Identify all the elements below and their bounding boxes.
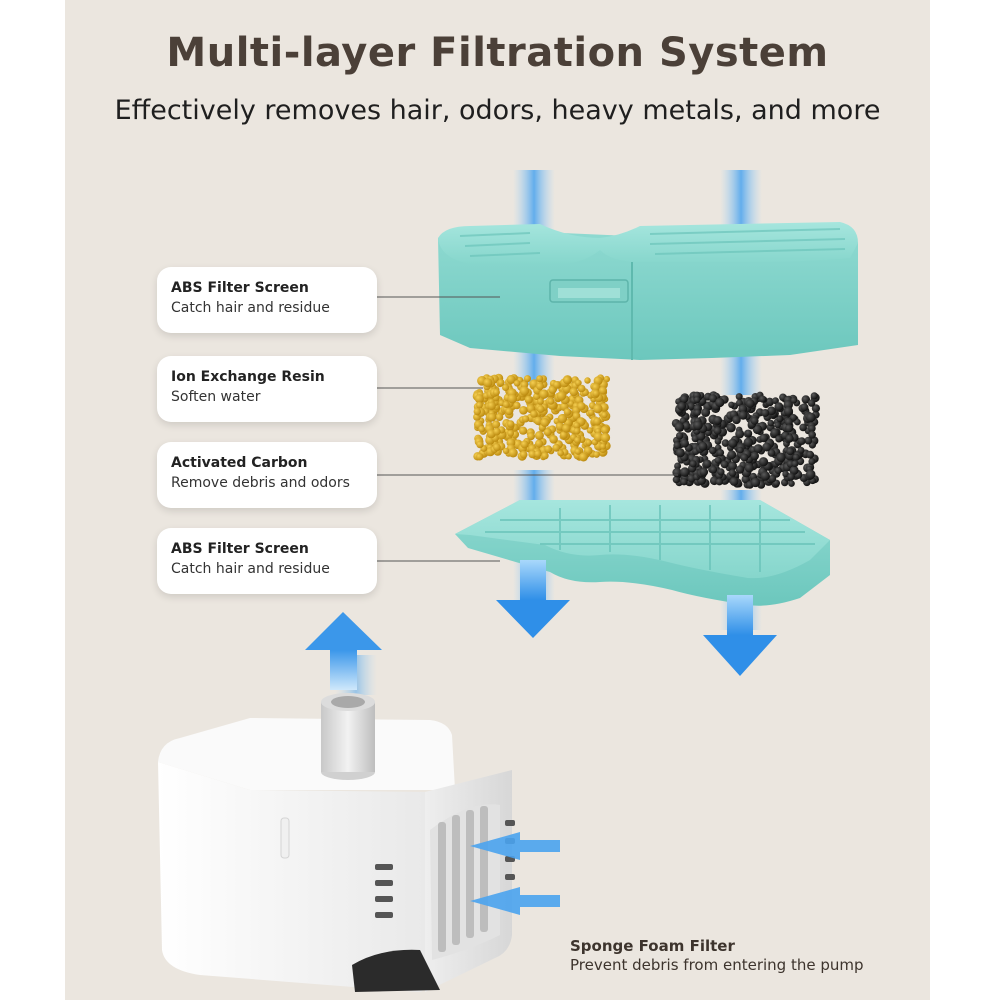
up-arrow bbox=[305, 612, 382, 690]
sponge-filter-caption: Sponge Foam Filter Prevent debris from e… bbox=[570, 937, 864, 975]
page-title: Multi-layer Filtration System bbox=[166, 30, 829, 76]
pump bbox=[158, 693, 560, 992]
layer-card-abs-bottom: ABS Filter Screen Catch hair and residue bbox=[157, 528, 377, 594]
layer-description: Catch hair and residue bbox=[171, 300, 330, 316]
layer-name: Ion Exchange Resin bbox=[171, 369, 325, 385]
down-arrow-left bbox=[496, 560, 570, 638]
layer-card-carbon: Activated Carbon Remove debris and odors bbox=[157, 442, 377, 508]
layer-description: Soften water bbox=[171, 389, 261, 405]
layer-name: ABS Filter Screen bbox=[171, 541, 309, 557]
down-arrow-right bbox=[703, 595, 777, 676]
page-subtitle: Effectively removes hair, odors, heavy m… bbox=[114, 95, 881, 126]
leader-lines bbox=[377, 296, 678, 562]
layer-description: Catch hair and residue bbox=[171, 561, 330, 577]
layer-name: ABS Filter Screen bbox=[171, 280, 309, 296]
activated-carbon bbox=[671, 391, 821, 489]
abs-filter-top bbox=[438, 222, 858, 360]
intake-arrows bbox=[470, 832, 560, 915]
layer-card-resin: Ion Exchange Resin Soften water bbox=[157, 356, 377, 422]
layer-card-abs-top: ABS Filter Screen Catch hair and residue bbox=[157, 267, 377, 333]
layer-description: Remove debris and odors bbox=[171, 475, 350, 491]
sponge-filter-description: Prevent debris from entering the pump bbox=[570, 956, 864, 974]
abs-filter-bottom bbox=[455, 500, 830, 606]
ion-exchange-resin bbox=[472, 373, 611, 462]
layer-name: Activated Carbon bbox=[171, 455, 308, 471]
sponge-filter-title: Sponge Foam Filter bbox=[570, 937, 735, 955]
